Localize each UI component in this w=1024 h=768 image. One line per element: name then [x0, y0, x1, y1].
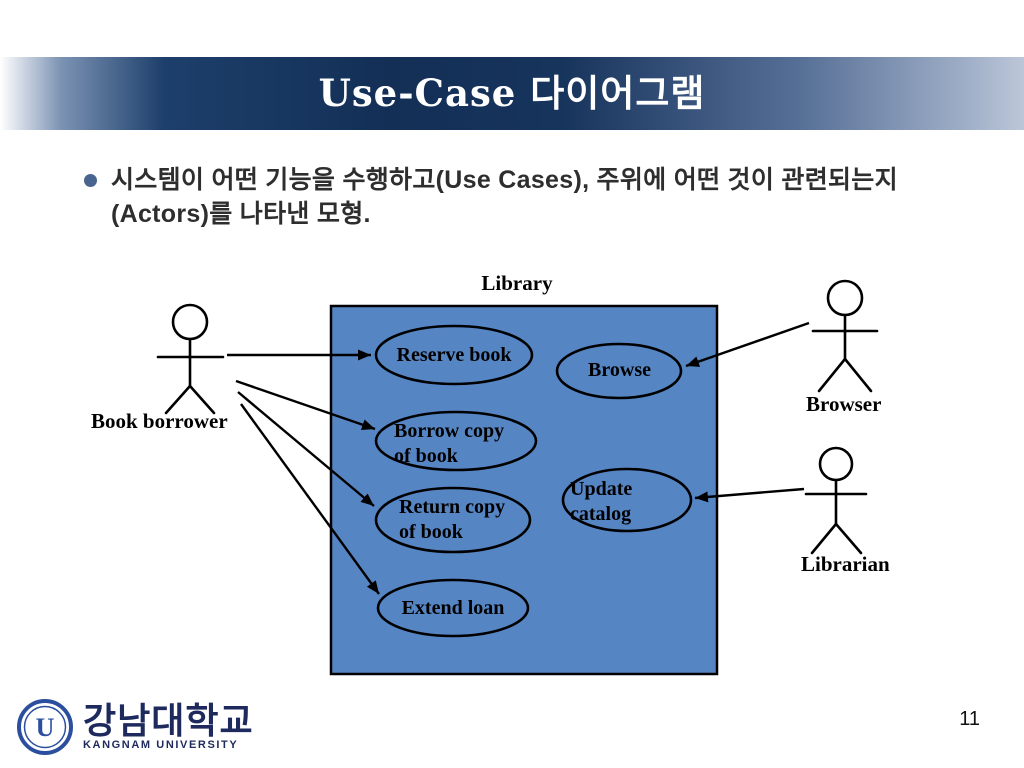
bullet-icon — [84, 174, 97, 187]
use-case-ellipse-update-catalog — [561, 467, 693, 533]
bullet-text: 시스템이 어떤 기능을 수행하고(Use Cases), 주위에 어떤 것이 관… — [111, 166, 898, 228]
slide-title: Use-Case 다이어그램 — [318, 71, 706, 115]
use-case-label-update-catalog: Update catalog — [570, 478, 633, 525]
university-name: 강남대학교 KANGNAM UNIVERSITY — [83, 699, 254, 752]
use-case-label-reserve-book: Reserve book — [396, 344, 512, 366]
use-case-ellipse-extend-loan — [376, 578, 530, 638]
use-case-ellipses — [374, 324, 693, 638]
association-arrows — [227, 321, 810, 595]
arrow-borrower-borrow — [235, 379, 376, 431]
actor-label-book-borrower: Book borrower — [91, 409, 228, 433]
use-case-ellipse-reserve-book — [374, 324, 534, 386]
use-case-label-extend-loan: Extend loan — [401, 597, 505, 619]
actor-label-browser: Browser — [806, 392, 882, 416]
title-banner: Use-Case 다이어그램 — [0, 57, 1024, 130]
page-number: 11 — [959, 708, 980, 730]
emblem-letter: U — [36, 713, 55, 742]
arrow-librarian-update — [694, 487, 805, 503]
arrow-browser-browse — [685, 321, 810, 368]
system-label: Library — [481, 271, 553, 295]
use-case-ellipse-browse — [555, 342, 683, 400]
actor-book-borrower-icon — [156, 303, 225, 415]
university-logo: U 강남대학교 KANGNAM UNIVERSITY — [16, 698, 254, 756]
university-emblem-icon: U — [17, 699, 73, 755]
arrow-borrower-return — [237, 391, 375, 507]
bullet-row: 시스템이 어떤 기능을 수행하고(Use Cases), 주위에 어떤 것이 관… — [84, 163, 956, 231]
arrow-borrower-extend — [240, 403, 380, 595]
actor-label-librarian: Librarian — [801, 552, 890, 576]
use-case-ellipse-borrow-copy — [374, 410, 538, 472]
university-name-english: KANGNAM UNIVERSITY — [83, 739, 239, 752]
actor-browser-icon — [811, 279, 879, 393]
university-name-korean: 강남대학교 — [83, 699, 254, 741]
use-case-ellipse-return-copy — [374, 486, 532, 554]
use-case-label-browse: Browse — [588, 359, 651, 381]
actor-librarian-icon — [804, 446, 868, 555]
use-case-label-return-copy: Return copy of book — [399, 496, 506, 543]
use-case-label-borrow-copy: Borrow copy of book — [394, 420, 505, 467]
